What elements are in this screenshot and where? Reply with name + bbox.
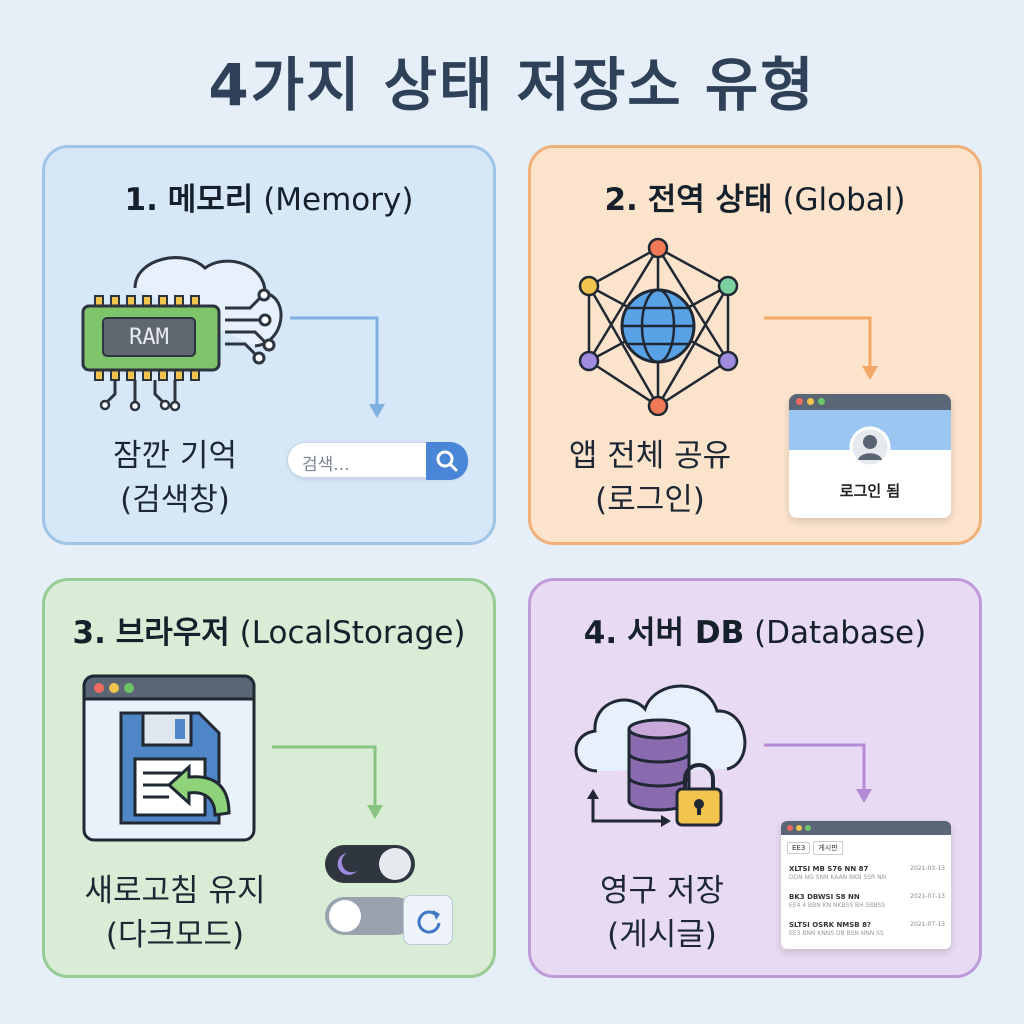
refresh-button[interactable] bbox=[403, 895, 453, 945]
localstorage-caption: 새로고침 유지 (다크모드) bbox=[84, 873, 266, 953]
global-card-title: 2. 전역 상태 (Global) bbox=[604, 182, 906, 218]
memory-card: 1. 메모리 (Memory) bbox=[42, 145, 496, 545]
global-card: 2. 전역 상태 (Global) 앱 전체 공유 (로그인) bbox=[528, 145, 982, 545]
arrow-icon bbox=[764, 316, 878, 380]
search-input[interactable]: 검색... bbox=[287, 442, 468, 480]
login-window: 로그인 됨 bbox=[789, 394, 951, 518]
window-titlebar bbox=[781, 821, 951, 835]
database-card: 4. 서버 DB (Database) 영구 저장 (게시글) bbox=[528, 578, 982, 978]
light-mode-toggle[interactable] bbox=[323, 895, 419, 939]
window-titlebar bbox=[789, 394, 951, 410]
ram-cloud-icon: RAM bbox=[81, 256, 283, 412]
refresh-icon bbox=[417, 910, 441, 934]
arrow-icon bbox=[764, 743, 872, 803]
board-tab[interactable]: EE3 bbox=[787, 842, 811, 854]
ram-label: RAM bbox=[129, 325, 169, 350]
arrow-icon bbox=[290, 316, 385, 418]
search-icon bbox=[436, 450, 458, 472]
page-title: 4가지 상태 저장소 유형 bbox=[208, 51, 816, 119]
database-card-title: 4. 서버 DB (Database) bbox=[583, 615, 927, 651]
search-button[interactable] bbox=[426, 442, 468, 480]
logged-in-label: 로그인 됨 bbox=[839, 482, 901, 500]
localstorage-card: 3. 브라우저 (LocalStorage) 새로고침 유지 (다크모드) bbox=[42, 578, 496, 978]
board-row[interactable]: BK3 DBWSI S8 NN 2021-07-13 EE4 4 BBN KN … bbox=[789, 893, 945, 909]
moon-icon bbox=[337, 853, 357, 875]
browser-save-icon bbox=[82, 674, 256, 842]
board-row[interactable]: SLTSI OSRK NMSB 8? 2021-07-13 EE3 BNN KN… bbox=[789, 921, 945, 937]
arrow-icon bbox=[272, 745, 383, 819]
board-row[interactable]: XLTSI MB S76 NN 87 2021-03-13 DDN NG SNN… bbox=[789, 865, 945, 881]
board-tab[interactable]: 게시판 bbox=[813, 841, 843, 855]
dark-mode-toggle[interactable] bbox=[323, 843, 419, 887]
globe-network-icon bbox=[578, 237, 739, 416]
cloud-database-icon bbox=[574, 684, 747, 827]
database-caption: 영구 저장 (게시글) bbox=[600, 873, 724, 953]
memory-card-title: 1. 메모리 (Memory) bbox=[124, 182, 414, 218]
localstorage-card-title: 3. 브라우저 (LocalStorage) bbox=[72, 615, 466, 651]
memory-caption: 잠깐 기억 (검색창) bbox=[113, 438, 237, 518]
global-caption: 앱 전체 공유 (로그인) bbox=[568, 438, 732, 518]
user-avatar-icon bbox=[849, 426, 891, 468]
search-placeholder: 검색... bbox=[302, 455, 350, 475]
